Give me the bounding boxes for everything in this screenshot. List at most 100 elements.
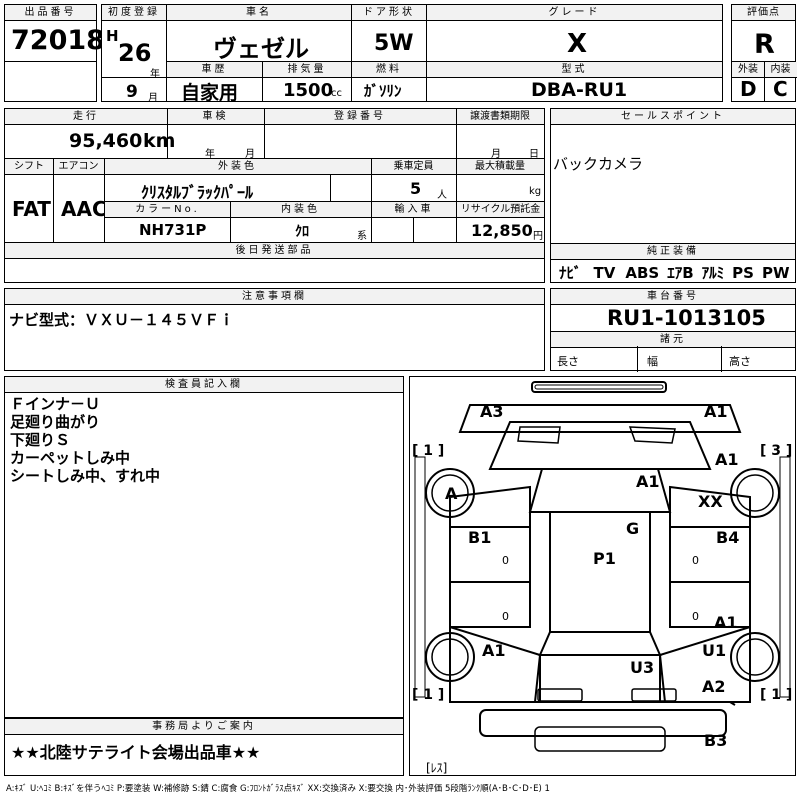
history: 自家用 (181, 82, 239, 104)
displacement: 1500 (283, 80, 334, 101)
door-box: ドア形状 5W (351, 4, 427, 62)
score: R (754, 29, 775, 60)
office-text: ★★北陸サテライト会場出品車★★ (11, 743, 261, 762)
length-label: 長さ (557, 355, 579, 368)
interior-label: 内装 (764, 62, 797, 78)
lot-number-label: 出品番号 (5, 5, 96, 21)
mark-u1: U1 (702, 641, 726, 660)
equipment-label: 純正装備 (551, 243, 795, 260)
int-color: ｸﾛ (295, 224, 309, 240)
capacity-label: 乗車定員 (371, 159, 457, 175)
ext-color: ｸﾘｽﾀﾙﾌﾞﾗｯｸﾊﾟｰﾙ (141, 183, 254, 202)
equipment-pw: PW (761, 264, 790, 282)
zero-mark-3: 0 (502, 610, 509, 623)
score-box: 評価点 R (731, 4, 796, 62)
mark-a1-fender-right: A1 (715, 450, 739, 469)
rear-right-wheel (730, 632, 780, 682)
inspector-line-2: 足廻り曲がり (10, 413, 101, 431)
max-load-label: 最大積載量 (456, 159, 544, 175)
rear-bumper (479, 709, 727, 737)
int-color-label: 内装色 (230, 202, 372, 218)
equipment-alloy: ｱﾙﾐ (701, 264, 725, 282)
capacity: 5 (410, 179, 422, 198)
inspection-label: 車検 (167, 109, 265, 125)
lot-number-box: 出品番号 72018 (4, 4, 105, 62)
front-panel (458, 404, 742, 433)
mark-a1-hood: A1 (636, 472, 660, 491)
inspection-month-unit: 月 (245, 149, 255, 160)
office-label: 事務局よりご案内 (5, 719, 403, 735)
car-diagram-box: A3 A1 A1 A1 XX A G B1 P1 B4 A1 A1 U1 U3 … (409, 376, 796, 776)
hood (488, 421, 712, 470)
mark-p1: P1 (593, 549, 616, 568)
front-bumper (531, 381, 667, 393)
car-name-label: 車名 (167, 5, 351, 21)
door: 5W (374, 31, 414, 56)
reg-no-label: 登録番号 (264, 109, 457, 125)
mark-b4: B4 (716, 528, 739, 547)
displacement-box: 排気量 1500 cc (262, 61, 352, 102)
mark-a1-front-right: A1 (704, 402, 728, 421)
mark-xx: XX (698, 492, 723, 511)
equipment-tv: TV (593, 264, 616, 282)
lot-blank-box (4, 61, 97, 102)
model-label: 型式 (427, 62, 722, 78)
mark-b1: B1 (468, 528, 491, 547)
fuel: ｶﾞｿﾘﾝ (364, 82, 402, 100)
front-left-wheel (425, 468, 475, 518)
equipment-nav: ﾅﾋﾞ (559, 264, 582, 282)
rear-left-wheel (425, 632, 475, 682)
fuel-label: 燃料 (352, 62, 426, 78)
transfer-month-unit: 月 (491, 149, 501, 160)
side-mark-rear-left: [ 1 ] (412, 687, 444, 703)
inspector-line-4: カーペットしみ中 (10, 449, 131, 467)
chassis-label: 車台番号 (551, 289, 795, 305)
mark-b3: B3 (704, 731, 727, 750)
inspector-line-5: シートしみ中、すれ中 (10, 467, 161, 485)
mileage-unit: km (143, 130, 176, 152)
history-box: 車歴 自家用 (166, 61, 263, 104)
recycle: 12,850 (471, 221, 533, 240)
mileage-label: 走行 (5, 109, 168, 125)
dims-label: 諸元 (551, 331, 795, 348)
displacement-unit: cc (331, 88, 342, 99)
grade-label: グレード (427, 5, 722, 21)
grade-box: グレード X (426, 4, 723, 62)
ext-int-box: 外装 内装 D C (731, 61, 797, 102)
exterior-score: D (740, 77, 757, 101)
inspection-year-unit: 年 (205, 149, 215, 160)
car-diagram: A3 A1 A1 A1 XX A G B1 P1 B4 A1 A1 U1 U3 … (412, 381, 792, 775)
inspector-label: 検査員記入欄 (5, 377, 403, 393)
left-side (449, 485, 531, 628)
sales-label: セールスポイント (551, 109, 795, 125)
ac: AAC (61, 197, 107, 221)
car-name: ヴェゼル (213, 35, 309, 63)
displacement-label: 排気量 (263, 62, 351, 78)
office-box: 事務局よりご案内 ★★北陸サテライト会場出品車★★ (4, 718, 404, 776)
side-mark-front-left: [ 1 ] (412, 443, 444, 459)
zero-mark-1: 0 (502, 554, 509, 567)
first-reg-year-unit: 年 (150, 69, 160, 80)
mileage: 95,460 (69, 130, 143, 152)
transfer-label: 譲渡書類期限 (456, 109, 544, 125)
inspector-box: 検査員記入欄 Ｆインナ－Ｕ 足廻り曲がり 下廻りＳ カーペットしみ中 シートしみ… (4, 376, 404, 718)
shift-label: シフト (5, 159, 54, 175)
later-parts-label: 後日発送部品 (5, 243, 544, 259)
first-reg-box: 初度登録 H 26 年 9 月 (101, 4, 167, 104)
exterior-label: 外装 (732, 62, 765, 78)
mark-a1-rear-left: A1 (482, 641, 506, 660)
first-reg-label: 初度登録 (102, 5, 166, 21)
interior-score: C (773, 77, 788, 101)
zero-mark-4: 0 (692, 610, 699, 623)
ac-label: エアコン (53, 159, 105, 175)
side-mark-front-right: [ 3 ] (760, 443, 792, 459)
mark-g: G (626, 519, 639, 538)
history-label: 車歴 (167, 62, 262, 78)
caution-label: 注意事項欄 (5, 289, 544, 305)
capacity-unit: 人 (437, 190, 447, 201)
equipment-abs: ABS (625, 264, 660, 282)
equipment-airbag: ｴｱB (667, 264, 694, 282)
fuel-box: 燃料 ｶﾞｿﾘﾝ (351, 61, 427, 102)
